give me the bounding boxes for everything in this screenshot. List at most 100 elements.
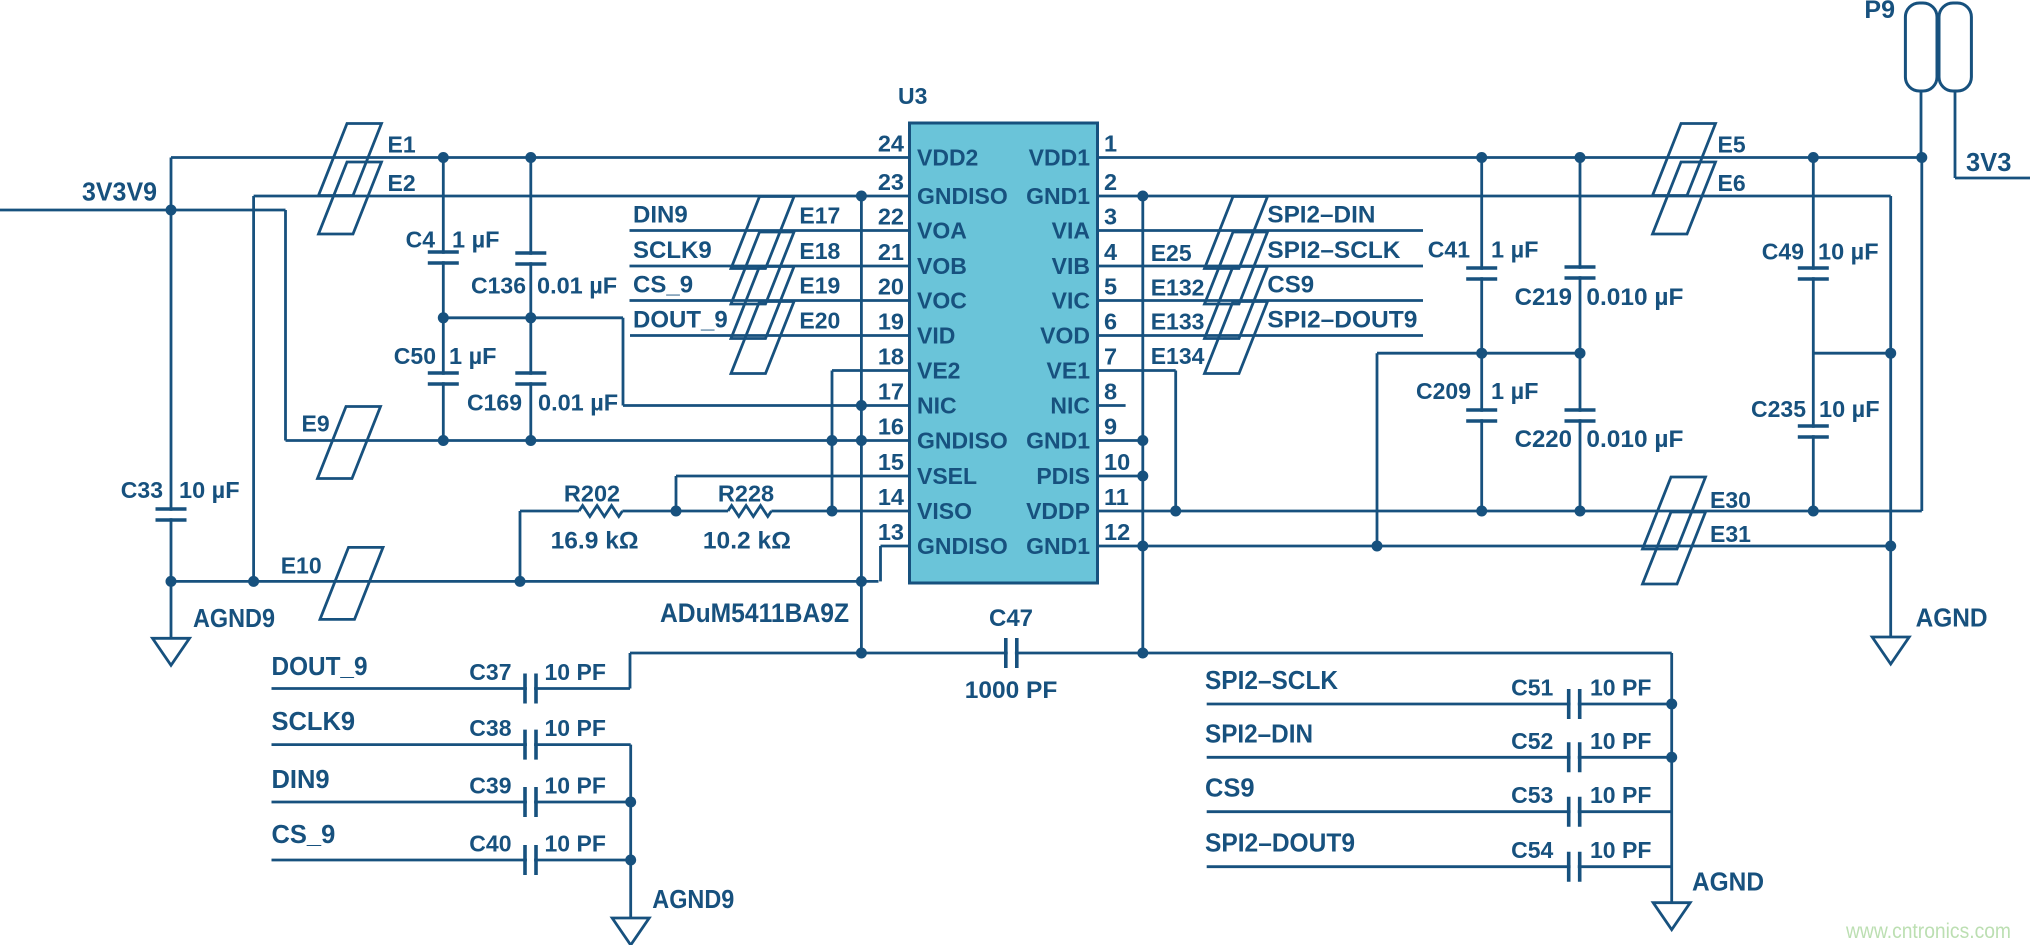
svg-text:C52: C52 xyxy=(1511,728,1553,754)
svg-text:C209: C209 xyxy=(1416,378,1471,404)
svg-text:GNDISO: GNDISO xyxy=(917,533,1008,559)
svg-text:12: 12 xyxy=(1104,519,1130,545)
svg-text:21: 21 xyxy=(878,239,904,265)
svg-text:0.01 µF: 0.01 µF xyxy=(538,390,618,416)
svg-text:C51: C51 xyxy=(1511,675,1553,701)
svg-text:DOUT_9: DOUT_9 xyxy=(633,307,728,334)
svg-text:C41: C41 xyxy=(1428,237,1470,263)
svg-text:VOD: VOD xyxy=(1040,323,1090,349)
svg-text:SCLK9: SCLK9 xyxy=(633,237,712,264)
svg-text:GND1: GND1 xyxy=(1026,183,1090,209)
svg-text:E17: E17 xyxy=(799,203,840,229)
svg-text:NIC: NIC xyxy=(1050,393,1090,419)
svg-text:GNDISO: GNDISO xyxy=(917,183,1008,209)
svg-text:10 PF: 10 PF xyxy=(545,659,606,685)
svg-text:NIC: NIC xyxy=(917,393,957,419)
svg-text:VE2: VE2 xyxy=(917,358,960,384)
svg-text:C53: C53 xyxy=(1511,782,1553,808)
svg-text:C50: C50 xyxy=(394,343,436,369)
svg-text:3V3V9: 3V3V9 xyxy=(82,177,157,207)
svg-text:E2: E2 xyxy=(388,170,416,196)
svg-text:VDD1: VDD1 xyxy=(1029,145,1091,171)
svg-text:SPI2–SCLK: SPI2–SCLK xyxy=(1267,237,1401,264)
svg-text:22: 22 xyxy=(878,204,904,230)
svg-text:E25: E25 xyxy=(1151,240,1192,266)
svg-text:10 PF: 10 PF xyxy=(545,773,606,799)
svg-text:14: 14 xyxy=(878,484,904,510)
svg-text:AGND9: AGND9 xyxy=(652,884,734,914)
svg-text:E31: E31 xyxy=(1710,521,1751,547)
svg-text:E19: E19 xyxy=(799,273,840,299)
svg-text:10 µF: 10 µF xyxy=(1819,396,1880,422)
svg-text:VSEL: VSEL xyxy=(917,463,977,489)
svg-text:SPI2–DIN: SPI2–DIN xyxy=(1205,720,1313,748)
svg-text:DIN9: DIN9 xyxy=(633,202,688,229)
svg-text:E6: E6 xyxy=(1718,170,1746,196)
svg-text:10 PF: 10 PF xyxy=(545,715,606,741)
svg-text:E133: E133 xyxy=(1151,309,1205,335)
svg-text:8: 8 xyxy=(1104,379,1117,405)
svg-text:VDD2: VDD2 xyxy=(917,145,978,171)
svg-text:VID: VID xyxy=(917,323,955,349)
svg-text:R228: R228 xyxy=(718,481,774,507)
svg-text:C39: C39 xyxy=(469,773,511,799)
svg-text:E20: E20 xyxy=(799,308,840,334)
svg-text:SPI2–DOUT9: SPI2–DOUT9 xyxy=(1205,830,1355,858)
svg-text:CS_9: CS_9 xyxy=(633,272,693,299)
svg-text:VIA: VIA xyxy=(1052,218,1090,244)
svg-text:6: 6 xyxy=(1104,309,1117,335)
svg-text:CS9: CS9 xyxy=(1267,272,1314,299)
svg-text:C40: C40 xyxy=(469,831,511,857)
svg-text:23: 23 xyxy=(878,169,904,195)
svg-text:SCLK9: SCLK9 xyxy=(272,708,356,736)
svg-text:DIN9: DIN9 xyxy=(272,766,330,794)
svg-text:PDIS: PDIS xyxy=(1036,463,1090,489)
svg-text:VIC: VIC xyxy=(1052,288,1090,314)
svg-text:2: 2 xyxy=(1104,169,1117,195)
svg-text:VISO: VISO xyxy=(917,498,972,524)
svg-text:0.01 µF: 0.01 µF xyxy=(537,273,617,299)
svg-text:E30: E30 xyxy=(1710,487,1751,513)
svg-text:0.010 µF: 0.010 µF xyxy=(1586,426,1683,453)
svg-text:GNDISO: GNDISO xyxy=(917,428,1008,454)
svg-text:C49: C49 xyxy=(1762,239,1804,265)
svg-text:VE1: VE1 xyxy=(1047,358,1091,384)
svg-text:10 PF: 10 PF xyxy=(1590,728,1651,754)
svg-text:16.9 kΩ: 16.9 kΩ xyxy=(551,528,639,555)
svg-text:C4: C4 xyxy=(406,227,436,253)
svg-text:E1: E1 xyxy=(388,132,416,158)
svg-text:E5: E5 xyxy=(1718,132,1746,158)
svg-text:10 PF: 10 PF xyxy=(1590,837,1651,863)
svg-text:C37: C37 xyxy=(469,659,511,685)
svg-text:C38: C38 xyxy=(469,715,511,741)
svg-text:10 µF: 10 µF xyxy=(179,477,240,503)
svg-text:C136: C136 xyxy=(471,273,526,299)
svg-text:15: 15 xyxy=(878,449,904,475)
svg-text:16: 16 xyxy=(878,414,904,440)
svg-text:www.cntronics.com: www.cntronics.com xyxy=(1845,919,2011,943)
svg-text:1 µF: 1 µF xyxy=(449,343,497,369)
svg-text:7: 7 xyxy=(1104,344,1117,370)
svg-text:SPI2–DOUT9: SPI2–DOUT9 xyxy=(1267,307,1417,334)
svg-text:1000 PF: 1000 PF xyxy=(965,677,1058,704)
svg-text:3V3: 3V3 xyxy=(1966,149,2011,177)
svg-text:VOA: VOA xyxy=(917,218,967,244)
svg-text:10 PF: 10 PF xyxy=(545,831,606,857)
svg-text:DOUT_9: DOUT_9 xyxy=(272,653,368,681)
svg-text:P9: P9 xyxy=(1864,0,1895,24)
svg-text:CS_9: CS_9 xyxy=(272,821,336,849)
svg-text:E18: E18 xyxy=(799,238,840,264)
svg-text:20: 20 xyxy=(878,274,904,300)
svg-text:10.2 kΩ: 10.2 kΩ xyxy=(703,528,791,555)
svg-text:1: 1 xyxy=(1104,131,1117,157)
svg-text:ADuM5411BA9Z: ADuM5411BA9Z xyxy=(660,598,849,628)
svg-text:19: 19 xyxy=(878,309,904,335)
svg-text:VIB: VIB xyxy=(1052,253,1090,279)
svg-text:AGND9: AGND9 xyxy=(193,603,275,633)
svg-text:10: 10 xyxy=(1104,449,1130,475)
svg-text:0.010 µF: 0.010 µF xyxy=(1586,284,1683,311)
svg-text:AGND: AGND xyxy=(1692,867,1764,897)
svg-text:3: 3 xyxy=(1104,204,1117,230)
svg-text:VOC: VOC xyxy=(917,288,967,314)
svg-text:10 PF: 10 PF xyxy=(1590,782,1651,808)
